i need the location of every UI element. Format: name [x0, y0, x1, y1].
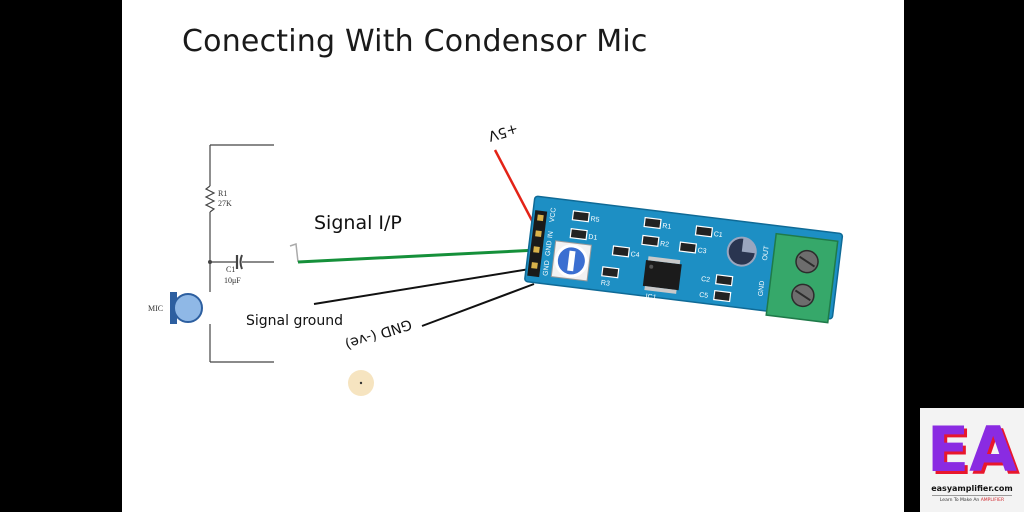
logo-mark-ea: EA EA	[927, 416, 1020, 482]
label-out: OUT	[762, 245, 771, 261]
pin-2	[535, 230, 542, 238]
label-d1: D1	[588, 234, 598, 242]
label-c2: C2	[701, 276, 711, 284]
pin-label-gnd-1: GND	[545, 240, 554, 256]
logo-tagline: Learn To Make An AMPLIFIER	[920, 498, 1024, 503]
logo-tagline-prefix: Learn To Make An	[939, 498, 981, 503]
logo-divider	[932, 495, 1012, 496]
smd-r3	[601, 266, 620, 279]
pin-label-gnd-2: GND	[542, 260, 551, 276]
signal-input-label: Signal I/P	[314, 212, 402, 234]
electrolytic-capacitor-stripe	[741, 237, 756, 254]
label-c5: C5	[699, 292, 709, 300]
label-c4: C4	[630, 251, 640, 259]
power-label: +5V	[486, 120, 520, 144]
resistor-ref-label: R1	[218, 189, 227, 198]
label-gnd: GND	[757, 280, 766, 296]
ic-chip	[642, 260, 682, 291]
logo-tagline-highlight: AMPLIFIER	[980, 498, 1005, 503]
logo-mark-shadow: EA	[930, 416, 1020, 482]
signal-wire-lead	[289, 242, 299, 263]
microphone-symbol	[170, 292, 203, 324]
ic-pins-bottom	[644, 286, 677, 294]
easyamplifier-logo: EA EA easyamplifier.com Learn To Make An…	[920, 408, 1024, 512]
amplifier-board: VCC IN GND GND	[524, 195, 844, 324]
pin-label-vcc: VCC	[549, 207, 558, 223]
screw-terminal	[765, 232, 839, 324]
slide: Conecting With Condensor Mic R1 27K C1 1…	[122, 0, 904, 512]
smd-c3	[678, 241, 698, 254]
board-pcb	[524, 195, 844, 320]
smd-c4	[611, 245, 631, 258]
screw-1-slot	[799, 255, 816, 268]
smd-r1	[643, 216, 662, 230]
logo-domain: easyamplifier.com	[931, 484, 1013, 493]
label-c1: C1	[713, 231, 723, 239]
signal-ground-wire	[313, 267, 537, 305]
smd-c5	[713, 289, 732, 303]
capacitor-ref-label: C1	[226, 265, 235, 274]
capacitor-plate-right	[239, 254, 243, 270]
smd-d1	[569, 227, 588, 241]
logo-mark-text: EA	[927, 416, 1017, 482]
ic-pins-top	[648, 256, 681, 265]
label-r3: R3	[600, 280, 610, 288]
signal-ground-label: Signal ground	[246, 313, 343, 329]
wiring-diagram: R1 27K C1 10μF MIC +5V Signal I/P Signal…	[148, 120, 844, 396]
resistor-symbol	[204, 185, 216, 213]
smd-r2	[641, 234, 660, 248]
smd-c2	[714, 274, 734, 287]
label-ic1: IC1	[645, 293, 657, 301]
gnd-wire	[421, 283, 535, 327]
mic-schematic	[204, 144, 274, 363]
pin-header	[527, 210, 548, 278]
pin-1	[537, 214, 544, 222]
slide-title: Conecting With Condensor Mic	[182, 24, 648, 59]
pin-4	[531, 262, 538, 269]
cursor-dot	[359, 381, 363, 385]
label-c3: C3	[697, 247, 707, 255]
capacitor-value-label: 10μF	[224, 276, 241, 285]
ic-notch	[649, 264, 654, 269]
signal-wire	[297, 248, 539, 264]
pin-3	[533, 246, 540, 253]
label-r2: R2	[660, 241, 670, 249]
pin-label-in: IN	[547, 231, 555, 239]
smd-c1	[694, 225, 714, 238]
junction-dot	[208, 260, 212, 264]
power-wire	[493, 149, 540, 233]
mic-capsule	[173, 293, 203, 323]
label-r5: R5	[590, 216, 600, 224]
gnd-label: GND (-ve)	[343, 316, 414, 353]
label-r1: R1	[662, 223, 672, 231]
smd-r5	[571, 210, 591, 223]
screw-2-slot	[794, 289, 811, 302]
potentiometer-slot	[567, 250, 576, 272]
resistor-value-label: 27K	[218, 199, 232, 208]
mic-label: MIC	[148, 304, 163, 313]
